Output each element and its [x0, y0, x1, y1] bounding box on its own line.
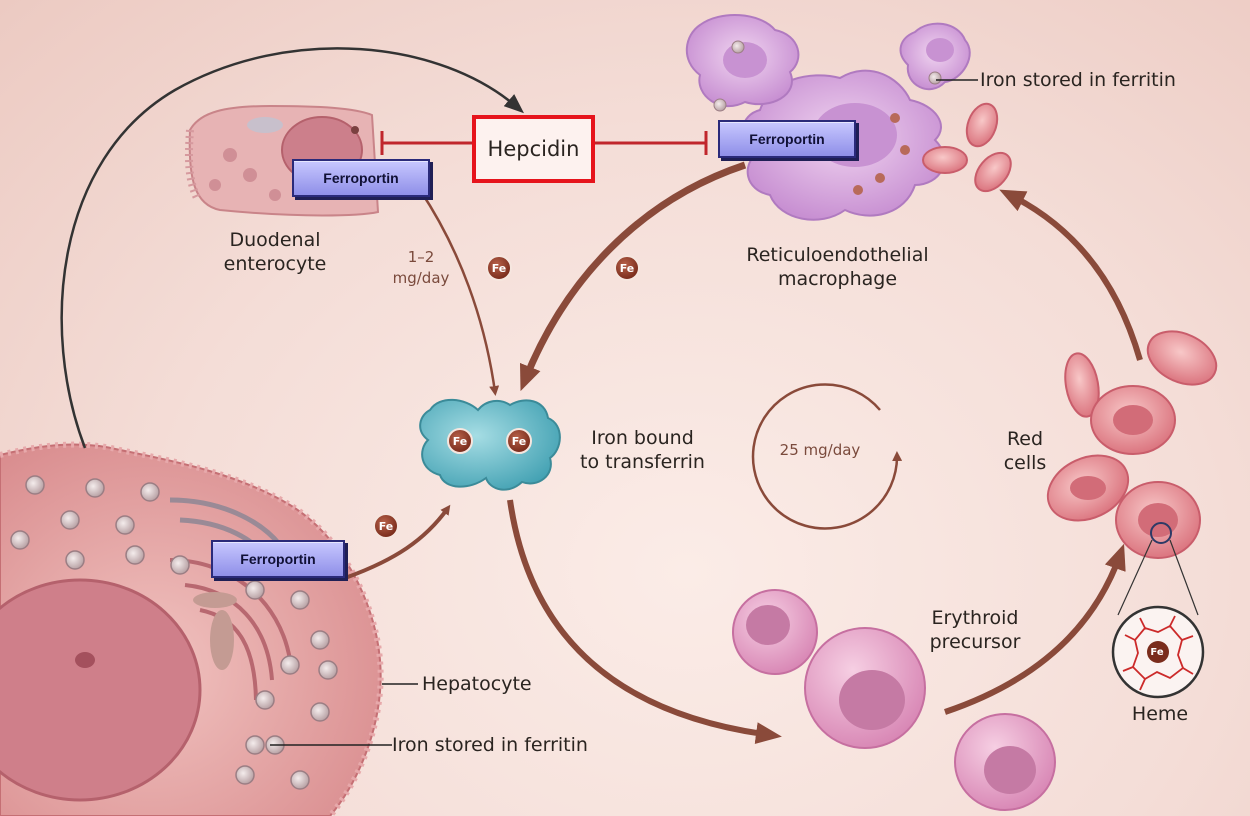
ferroportin-label-enterocyte: Ferroportin — [292, 159, 430, 197]
macrophage-to-transferrin-arrow — [519, 161, 747, 392]
fe-text: Fe — [1150, 646, 1164, 658]
heme-label-text: Heme — [1131, 703, 1189, 725]
transferrin-label: Iron bound to transferrin — [565, 426, 720, 474]
red-cells-line2: cells — [1003, 452, 1047, 474]
duodenal-label-line2: enterocyte — [223, 253, 327, 275]
ferritin-label-text: Iron stored in ferritin — [392, 734, 588, 756]
fe-text: Fe — [452, 434, 468, 448]
fe-badge-transferrin-1: Fe — [447, 428, 473, 454]
hepatocyte-transferrin-arrow — [344, 504, 451, 580]
absorption-rate-line2: mg/day — [392, 269, 450, 287]
erythroid-to-red-cells-arrow — [944, 543, 1126, 715]
duodenal-enterocyte-label: Duodenal enterocyte — [200, 228, 350, 276]
hepatocyte-label-text: Hepatocyte — [422, 673, 532, 695]
fe-badge-transferrin-2: Fe — [506, 428, 532, 454]
daily-cycle-circle — [751, 383, 903, 530]
hepatocyte-to-hepcidin-arrow — [60, 47, 525, 449]
hepatocyte-label: Hepatocyte — [422, 672, 532, 696]
ferritin-label-text: Iron stored in ferritin — [980, 69, 1176, 91]
red-cell-centers — [1070, 405, 1178, 537]
cycle-rate-text: 25 mg/day — [779, 441, 861, 459]
transferrin-molecule — [419, 398, 561, 491]
red-cells-to-macrophage-arrow — [999, 189, 1143, 361]
fe-badge-absorption: Fe — [486, 255, 512, 281]
transferrin-label-line2: to transferrin — [580, 451, 705, 473]
transferrin-label-line1: Iron bound — [591, 427, 694, 449]
heme-inset — [1111, 522, 1205, 699]
fe-badge-macrophage: Fe — [614, 255, 640, 281]
transferrin-to-erythroid-arrow — [507, 499, 782, 745]
absorption-rate-line1: 1–2 — [407, 248, 435, 266]
erythroid-label-line1: Erythroid — [931, 607, 1019, 629]
hepatocyte-ferritin-stores — [10, 475, 338, 790]
ferroportin-text: Ferroportin — [323, 170, 399, 186]
ferroportin-text: Ferroportin — [749, 131, 825, 147]
fe-text: Fe — [378, 519, 394, 533]
fe-text: Fe — [619, 261, 635, 275]
hepatocyte-ferritin-label: Iron stored in ferritin — [392, 733, 588, 757]
hepcidin-label: Hepcidin — [472, 115, 595, 183]
heme-label: Heme — [1120, 702, 1200, 726]
macrophage-ferritin-label: Iron stored in ferritin — [980, 68, 1176, 92]
fe-text: Fe — [511, 434, 527, 448]
fe-badge-heme: Fe — [1145, 640, 1169, 664]
hepcidin-inhibition-lines — [380, 131, 708, 155]
red-cells-label: Red cells — [995, 427, 1055, 475]
macrophage-label: Reticuloendothelial macrophage — [725, 243, 950, 291]
fe-badge-hepatocyte: Fe — [373, 513, 399, 539]
ferroportin-label-macrophage: Ferroportin — [718, 120, 856, 158]
erythroid-nuclei — [746, 605, 1036, 794]
red-cells-line1: Red — [1006, 428, 1044, 450]
macrophage-label-line2: macrophage — [777, 268, 898, 290]
hepcidin-text: Hepcidin — [487, 137, 580, 161]
reticuloendothelial-macrophage-cell — [685, 14, 971, 221]
ferroportin-label-hepatocyte: Ferroportin — [211, 540, 345, 578]
ferroportin-text: Ferroportin — [240, 551, 316, 567]
label-leader-lines — [270, 79, 978, 746]
absorption-arrow — [418, 189, 500, 396]
duodenal-label-line1: Duodenal — [229, 229, 321, 251]
erythroid-precursor-label: Erythroid precursor — [915, 606, 1035, 654]
absorption-rate-label: 1–2 mg/day — [378, 247, 464, 289]
cycle-rate-label: 25 mg/day — [760, 440, 880, 461]
macrophage-label-line1: Reticuloendothelial — [746, 244, 929, 266]
red-cells-cluster — [1046, 330, 1218, 559]
engulfed-red-cells — [922, 102, 1012, 193]
fe-text: Fe — [491, 261, 507, 275]
erythroid-label-line2: precursor — [929, 631, 1021, 653]
hepatocyte-cell — [0, 441, 384, 816]
